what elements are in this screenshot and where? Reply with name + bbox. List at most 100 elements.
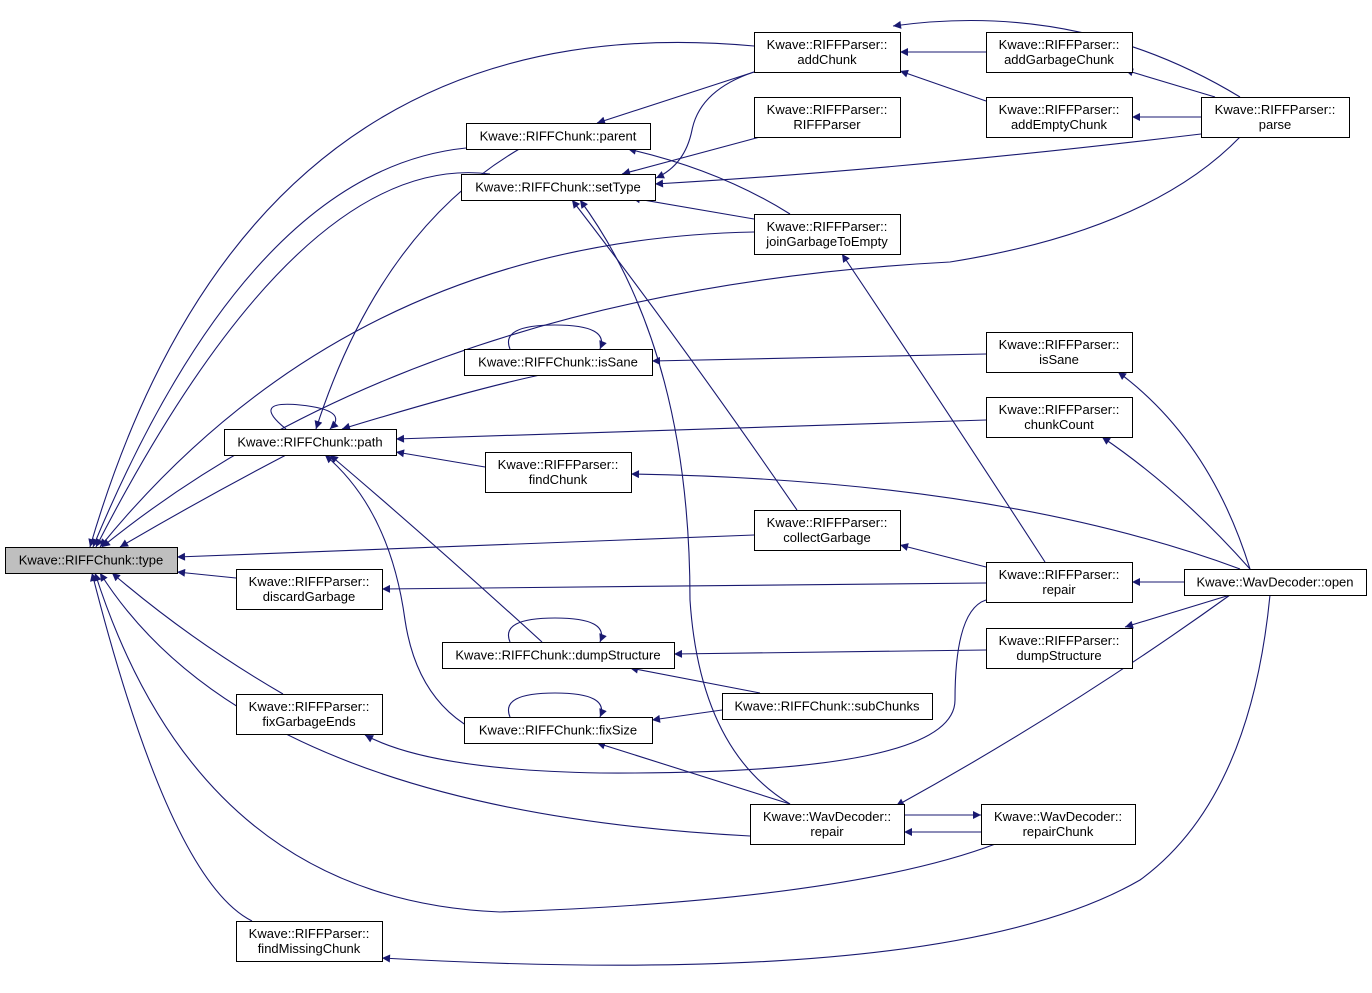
edge-subChunks-to-dumpC bbox=[629, 665, 761, 694]
edge-open-to-dumpP bbox=[1124, 594, 1231, 629]
node-parent[interactable]: Kwave::RIFFChunk::parent bbox=[466, 123, 651, 150]
node-joinG[interactable]: Kwave::RIFFParser::joinGarbageToEmpty bbox=[754, 214, 901, 255]
node-label: Kwave::RIFFParser:: bbox=[999, 337, 1120, 352]
edge-line bbox=[899, 69, 987, 102]
edge-collect-to-setType bbox=[571, 199, 798, 511]
node-label: Kwave::RIFFParser:: bbox=[767, 102, 888, 117]
edge-line bbox=[654, 133, 1202, 188]
node-repairP[interactable]: Kwave::RIFFParser::repair bbox=[986, 562, 1133, 603]
node-setType[interactable]: Kwave::RIFFChunk::setType bbox=[461, 174, 656, 201]
node-type[interactable]: Kwave::RIFFChunk::type bbox=[5, 547, 178, 574]
node-box bbox=[236, 694, 383, 735]
edge-layer bbox=[88, 19, 1271, 966]
node-findMiss[interactable]: Kwave::RIFFParser::findMissingChunk bbox=[236, 921, 383, 962]
edge-repairP-to-fixGarb bbox=[364, 599, 987, 774]
edge-fixSize-to-fixSize bbox=[508, 692, 607, 718]
node-ctor[interactable]: Kwave::RIFFParser::RIFFParser bbox=[754, 97, 901, 138]
node-label: Kwave::RIFFParser:: bbox=[767, 37, 888, 52]
node-dumpC[interactable]: Kwave::RIFFChunk::dumpStructure bbox=[442, 642, 675, 669]
node-path[interactable]: Kwave::RIFFChunk::path bbox=[224, 429, 397, 456]
node-label: Kwave::RIFFParser:: bbox=[999, 633, 1120, 648]
node-label: addGarbageChunk bbox=[1004, 52, 1114, 67]
node-box bbox=[224, 429, 397, 456]
edge-open-to-isSaneP bbox=[1117, 371, 1251, 570]
node-label: Kwave::RIFFChunk::parent bbox=[480, 129, 637, 144]
edge-parse-to-setType bbox=[654, 133, 1202, 188]
edge-line bbox=[119, 454, 287, 548]
node-addChunk[interactable]: Kwave::RIFFParser::addChunk bbox=[754, 32, 901, 73]
edge-line bbox=[341, 374, 541, 431]
edge-parent-to-type bbox=[92, 147, 467, 548]
node-box bbox=[986, 628, 1133, 669]
edge-discard-to-type bbox=[176, 568, 237, 579]
node-wdRepair[interactable]: Kwave::WavDecoder::repair bbox=[750, 804, 905, 845]
edge-wdRepair-to-type bbox=[99, 572, 751, 837]
node-collect[interactable]: Kwave::RIFFParser::collectGarbage bbox=[754, 510, 901, 551]
edge-line bbox=[655, 71, 755, 179]
edge-parse-to-addGarb bbox=[1124, 68, 1216, 98]
node-label: dumpStructure bbox=[1016, 648, 1101, 663]
node-label: findChunk bbox=[529, 472, 588, 487]
node-subChunks[interactable]: Kwave::RIFFChunk::subChunks bbox=[722, 693, 933, 720]
edge-line bbox=[631, 195, 755, 220]
node-isSaneP[interactable]: Kwave::RIFFParser::isSane bbox=[986, 332, 1133, 373]
edge-findChunk-to-path bbox=[395, 449, 486, 468]
edge-isSaneP-to-isSaneC bbox=[651, 353, 987, 365]
edge-line bbox=[892, 19, 1241, 98]
edge-open-to-wdRepair bbox=[895, 594, 1231, 807]
node-layer: Kwave::RIFFChunk::typeKwave::RIFFChunk::… bbox=[5, 32, 1367, 962]
node-parse[interactable]: Kwave::RIFFParser::parse bbox=[1201, 97, 1350, 138]
node-label: RIFFParser bbox=[793, 117, 861, 132]
node-label: addEmptyChunk bbox=[1011, 117, 1108, 132]
node-box bbox=[236, 569, 383, 610]
node-box bbox=[754, 214, 901, 255]
edge-line bbox=[596, 71, 755, 125]
edge-wdRepair-to-setType bbox=[579, 199, 791, 805]
edge-line bbox=[596, 741, 791, 805]
node-dumpP[interactable]: Kwave::RIFFParser::dumpStructure bbox=[986, 628, 1133, 669]
edge-joinG-to-parent bbox=[627, 146, 791, 215]
node-repairChunk[interactable]: Kwave::WavDecoder::repairChunk bbox=[981, 804, 1136, 845]
node-findChunk[interactable]: Kwave::RIFFParser::findChunk bbox=[485, 452, 632, 493]
node-label: repairChunk bbox=[1023, 824, 1094, 839]
node-box bbox=[466, 123, 651, 150]
node-addGarb[interactable]: Kwave::RIFFParser::addGarbageChunk bbox=[986, 32, 1133, 73]
edge-line bbox=[99, 572, 751, 837]
edge-line bbox=[99, 231, 755, 548]
edge-line bbox=[176, 568, 237, 579]
edge-line bbox=[90, 572, 253, 922]
node-label: Kwave::RIFFParser:: bbox=[498, 457, 619, 472]
node-isSaneC[interactable]: Kwave::RIFFChunk::isSane bbox=[464, 349, 653, 376]
node-box bbox=[5, 547, 178, 574]
node-open[interactable]: Kwave::WavDecoder::open bbox=[1184, 569, 1367, 596]
node-fixGarb[interactable]: Kwave::RIFFParser::fixGarbageEnds bbox=[236, 694, 383, 735]
edge-addChunk-to-parent bbox=[596, 71, 755, 125]
edge-parent-to-path bbox=[314, 147, 522, 430]
node-box bbox=[485, 452, 632, 493]
node-box bbox=[986, 97, 1133, 138]
node-chunkCount[interactable]: Kwave::RIFFParser::chunkCount bbox=[986, 397, 1133, 438]
edge-addEmpty-to-addChunk bbox=[899, 69, 987, 102]
node-label: chunkCount bbox=[1024, 417, 1094, 432]
node-label: fixGarbageEnds bbox=[262, 714, 356, 729]
edge-open-to-findMiss bbox=[381, 594, 1271, 966]
node-label: Kwave::WavDecoder:: bbox=[994, 809, 1122, 824]
node-label: joinGarbageToEmpty bbox=[765, 234, 888, 249]
edge-addChunk-to-type bbox=[88, 42, 755, 548]
node-label: repair bbox=[1042, 582, 1076, 597]
node-label: Kwave::RIFFParser:: bbox=[767, 219, 888, 234]
edge-repairChunk-to-type bbox=[93, 572, 999, 913]
node-fixSize[interactable]: Kwave::RIFFChunk::fixSize bbox=[464, 717, 653, 744]
edge-line bbox=[673, 649, 987, 658]
edge-parse-to-addChunk bbox=[892, 19, 1241, 98]
node-box bbox=[1184, 569, 1367, 596]
edge-line bbox=[508, 324, 607, 350]
edge-line bbox=[651, 353, 987, 365]
edge-dumpC-to-path bbox=[329, 454, 543, 643]
node-discard[interactable]: Kwave::RIFFParser::discardGarbage bbox=[236, 569, 383, 610]
node-addEmpty[interactable]: Kwave::RIFFParser::addEmptyChunk bbox=[986, 97, 1133, 138]
edge-line bbox=[1117, 371, 1251, 570]
node-box bbox=[986, 562, 1133, 603]
edge-repairP-to-collect bbox=[899, 543, 987, 568]
